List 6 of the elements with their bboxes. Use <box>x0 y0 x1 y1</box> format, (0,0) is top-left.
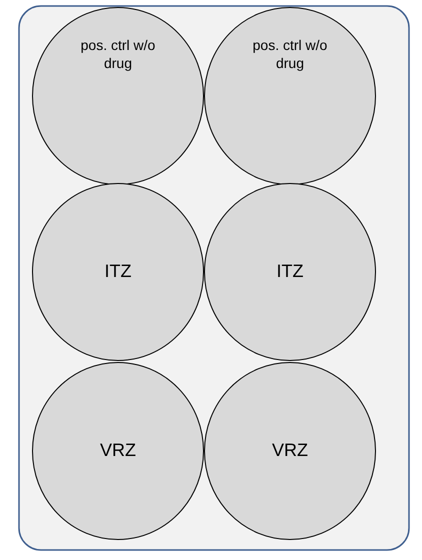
well-label: VRZ <box>99 439 137 462</box>
well-label: pos. ctrl w/o drug <box>252 37 328 72</box>
well-label: ITZ <box>104 260 132 283</box>
well-label: VRZ <box>271 439 309 462</box>
well-label: ITZ <box>276 260 304 283</box>
well-label: pos. ctrl w/o drug <box>80 37 156 72</box>
